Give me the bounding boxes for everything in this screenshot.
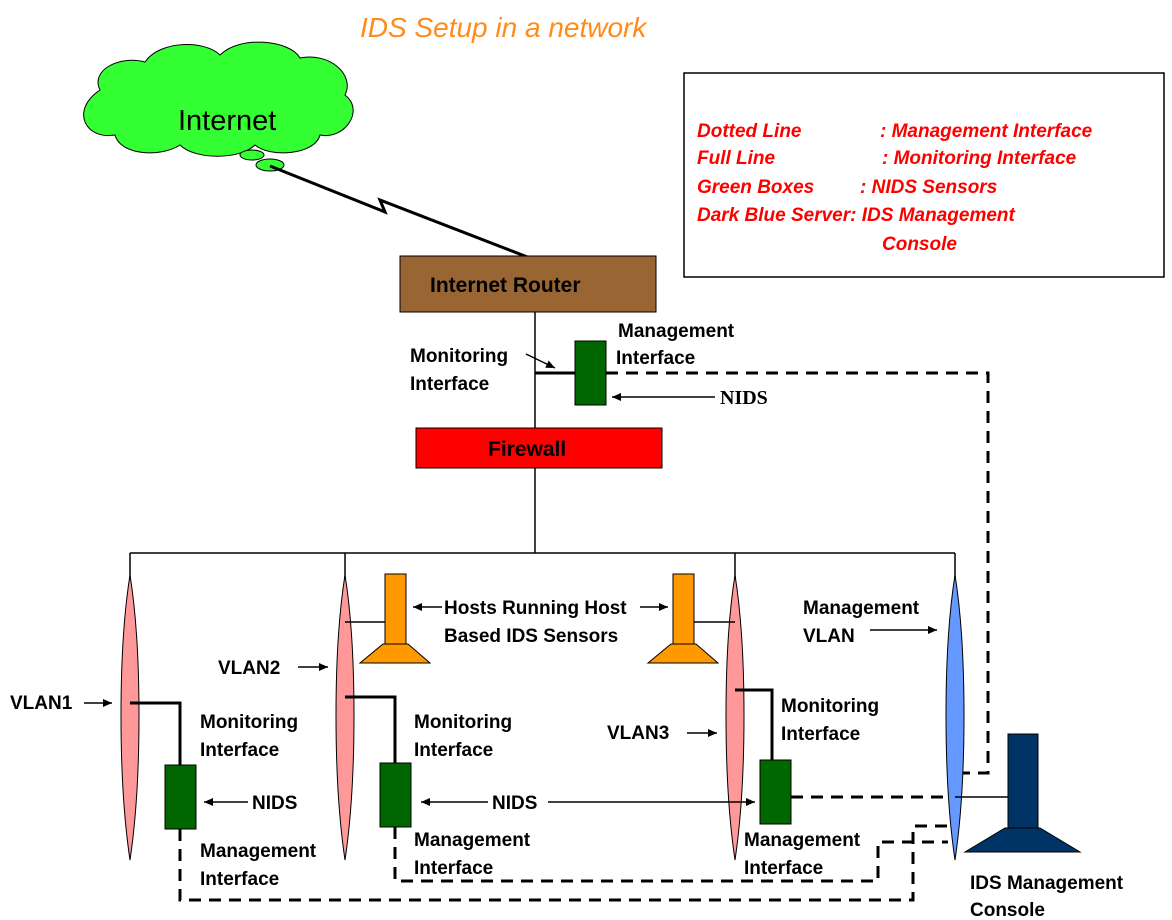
vlan3-label: VLAN3 [607, 723, 669, 744]
router-label: Internet Router [430, 274, 581, 297]
vlan1-label: VLAN1 [10, 693, 73, 714]
top-monitoring-label-2: Interface [410, 374, 489, 395]
vlan2-label: VLAN2 [218, 658, 280, 679]
vlan3-monitoring-label-1: Monitoring [781, 696, 879, 717]
vlan1-nids-label: NIDS [252, 793, 297, 814]
top-monitoring-label-1: Monitoring [410, 346, 508, 367]
firewall: Firewall [415, 427, 663, 469]
vlan2-segment [335, 574, 355, 861]
vlan1-management-label-2: Interface [200, 869, 279, 890]
vlan2-management-label-1: Management [414, 830, 531, 851]
vlan1-management-label-1: Management [200, 841, 317, 862]
management-vlan-segment [945, 574, 965, 861]
top-nids-sensor [574, 340, 607, 406]
console-label-1: IDS Management [970, 873, 1124, 894]
hids-host-left [358, 573, 432, 664]
vlan2-monitoring-label-2: Interface [414, 740, 493, 761]
top-management-label-2: Interface [616, 348, 695, 369]
diagram-title: IDS Setup in a network [360, 12, 648, 43]
legend-full-value: : Monitoring Interface [882, 148, 1077, 169]
ids-management-console [963, 733, 1082, 853]
vlan3-monitoring-label-2: Interface [781, 724, 860, 745]
management-vlan-label-2: VLAN [803, 626, 855, 647]
vlan3-monitoring-line [735, 688, 774, 760]
legend-server-line2: Console [882, 234, 957, 255]
firewall-label: Firewall [488, 438, 566, 461]
legend-dotted-value: : Management Interface [880, 121, 1093, 142]
vlan2-monitoring-label-1: Monitoring [414, 712, 512, 733]
vlan1-monitoring-line [130, 701, 182, 765]
center-nids-label: NIDS [492, 793, 537, 814]
hosts-label-2: Based IDS Sensors [444, 626, 618, 647]
hids-host-right [646, 573, 720, 664]
internet-label: Internet [178, 105, 276, 137]
vlan2-management-label-2: Interface [414, 858, 493, 879]
top-management-label-1: Management [618, 321, 735, 342]
console-label-2: Console [970, 900, 1045, 920]
legend-dotted-key: Dotted Line [697, 121, 802, 142]
vlan1-segment [120, 574, 140, 861]
vlan1-monitoring-label-2: Interface [200, 740, 279, 761]
legend-green-value: : NIDS Sensors [860, 177, 997, 198]
legend-server-line: Dark Blue Server: IDS Management [697, 205, 1016, 226]
legend-full-key: Full Line [697, 148, 776, 169]
vlan3-segment [725, 574, 745, 861]
vlan3-management-label-2: Interface [744, 858, 823, 879]
top-monitoring-arrow [525, 353, 556, 369]
legend-box: Dotted Line : Management Interface Full … [683, 72, 1165, 278]
vlan3-nids-sensor [759, 759, 792, 825]
hosts-label-1: Hosts Running Host [444, 598, 627, 619]
vlan3-management-label-1: Management [744, 830, 861, 851]
vlan1-monitoring-label-1: Monitoring [200, 712, 298, 733]
top-nids-label: NIDS [720, 387, 768, 409]
top-management-dashed-link [606, 371, 990, 775]
vlan1-management-dashed-link [178, 824, 948, 902]
vlan2-nids-sensor [379, 762, 412, 828]
internet-cloud: Internet [83, 41, 354, 172]
vlan1-nids-sensor [164, 764, 197, 830]
management-vlan-label-1: Management [803, 598, 920, 619]
internet-link [269, 164, 531, 260]
internet-router: Internet Router [399, 255, 657, 313]
legend-green-key: Green Boxes [697, 177, 814, 198]
vlan2-monitoring-line [345, 695, 397, 763]
